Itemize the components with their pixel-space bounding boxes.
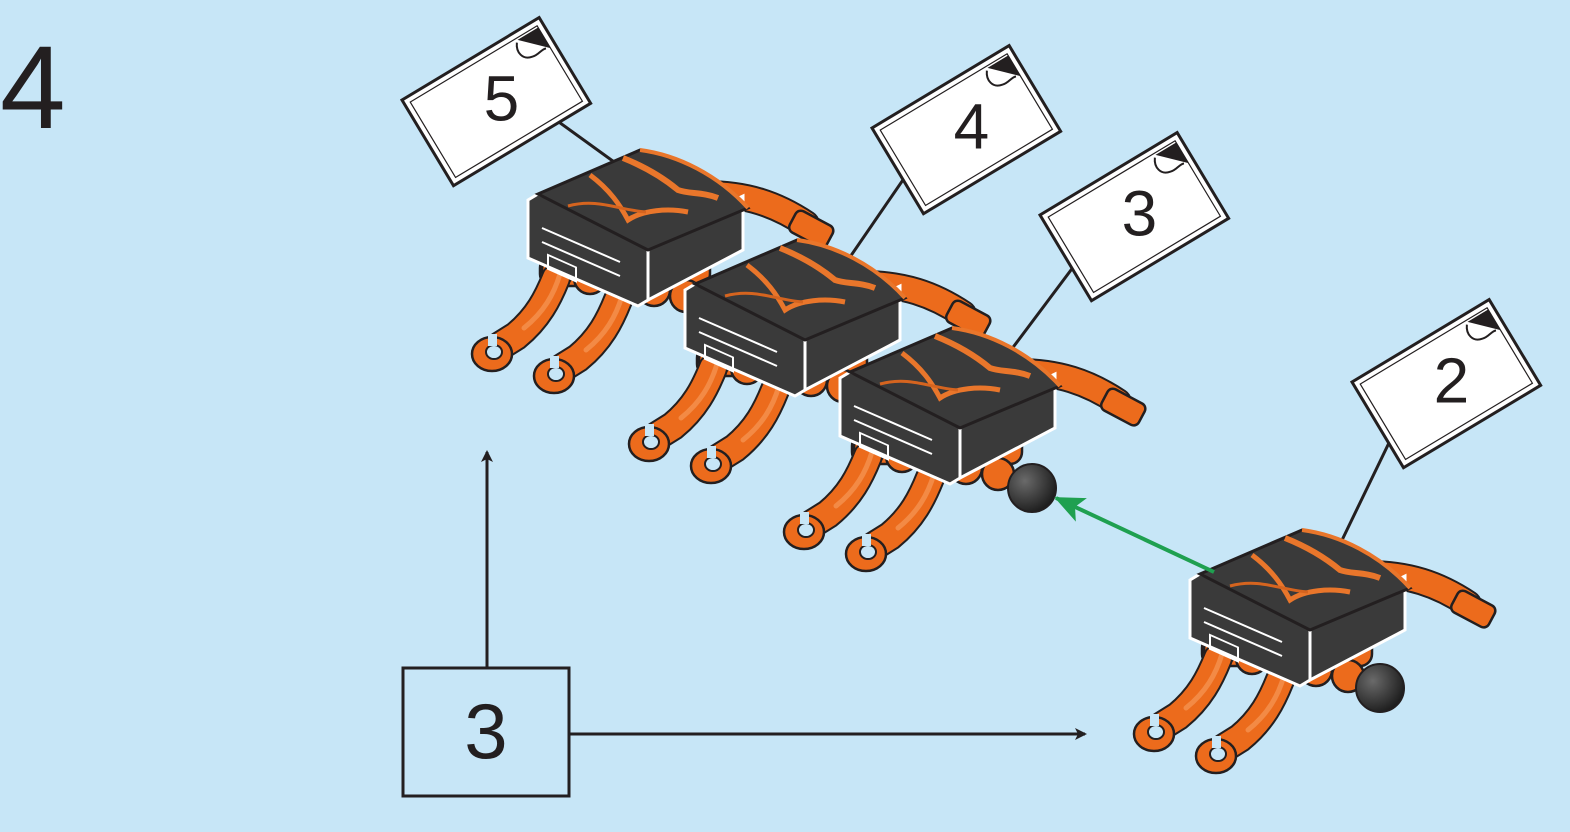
tag-label: 2 [1434,345,1470,417]
ball-joint-2 [1355,663,1405,713]
tag-label: 3 [1122,178,1158,250]
callout-label: 3 [464,687,507,775]
tag-label: 5 [484,63,520,135]
tag-segment-5: 5 [400,16,593,188]
segment-2-model [1134,530,1497,773]
tag-segment-2: 2 [1350,298,1543,470]
green-attach-arrow-icon [1054,496,1215,574]
tag-segment-4: 4 [870,44,1063,216]
tag-segment-3: 3 [1038,131,1231,303]
assembled-chain [472,150,1147,571]
step-number: 4 [0,22,66,154]
ball-joint [1007,463,1057,513]
tag-label: 4 [954,91,990,163]
repeat-callout: 3 [401,450,1087,798]
